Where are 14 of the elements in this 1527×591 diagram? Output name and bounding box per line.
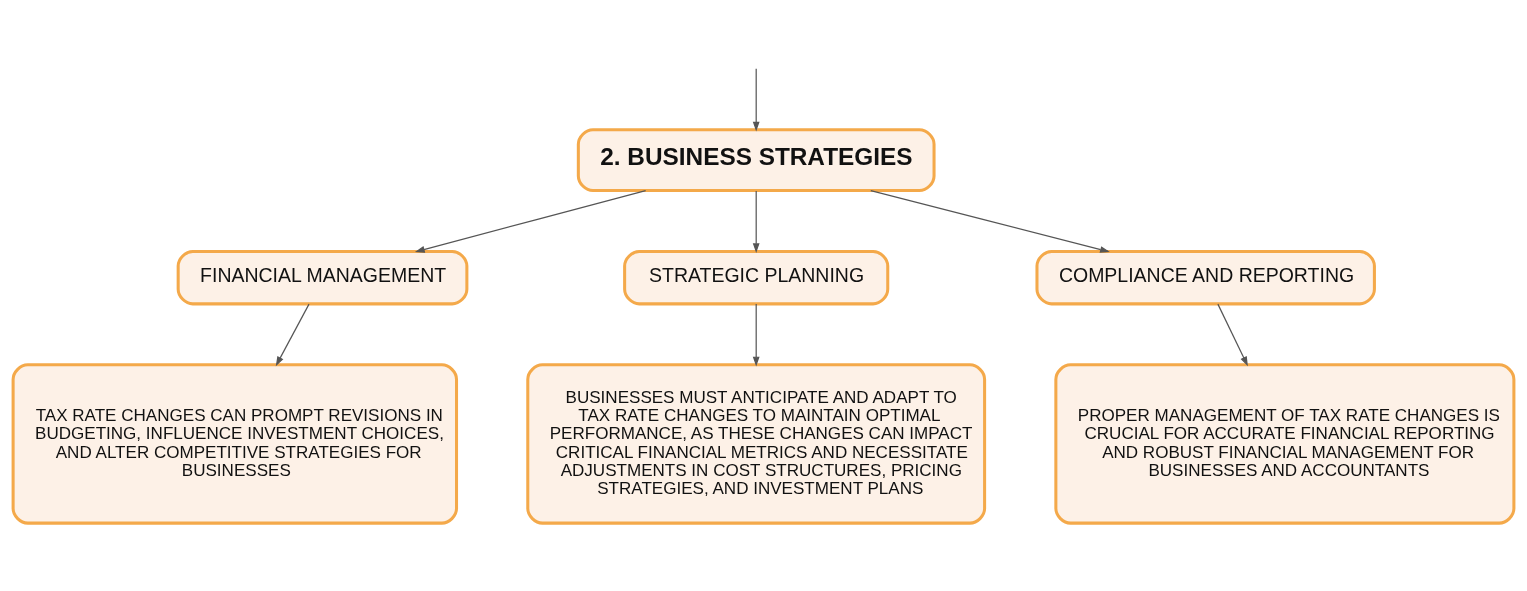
node-box: PROPER MANAGEMENT OF TAX RATE CHANGES IS CRUCIAL FOR ACCURATE FINANCIAL REPORTING AND ROBUST FINANCIAL MANAGEMENT FOR BUSINESSES AND ACCOUNTANTS xyxy=(1054,363,1516,525)
arrow xyxy=(870,190,1110,253)
arrow xyxy=(752,190,760,254)
node-box: STRATEGIC PLANNING xyxy=(623,249,890,306)
node-box: BUSINESSES MUST ANTICIPATE AND ADAPT TO TAX RATE CHANGES TO MAINTAIN OPTIMAL PERFORMANCE, AS THESE CHANGES CAN IMPACT CRITICAL FINANCIAL METRICS AND NECESSITATE ADJUSTMENTS IN COST STRUCTURES, PRICING STRATEGIES, AND INVESTMENT PLANS xyxy=(526,363,987,525)
arrow xyxy=(1217,303,1248,367)
node-box: TAX RATE CHANGES CAN PROMPT REVISIONS IN BUDGETING, INFLUENCE INVESTMENT CHOICES, AND ALTER COMPETITIVE STRATEGIES FOR BUSINESSES xyxy=(11,363,459,525)
node-box: COMPLIANCE AND REPORTING xyxy=(1035,249,1376,306)
arrow xyxy=(752,68,760,132)
arrow xyxy=(414,190,647,253)
node-box: 2. BUSINESS STRATEGIES xyxy=(576,128,936,193)
arrow xyxy=(275,303,310,367)
arrow xyxy=(752,303,760,367)
node-box: FINANCIAL MANAGEMENT xyxy=(176,249,469,306)
